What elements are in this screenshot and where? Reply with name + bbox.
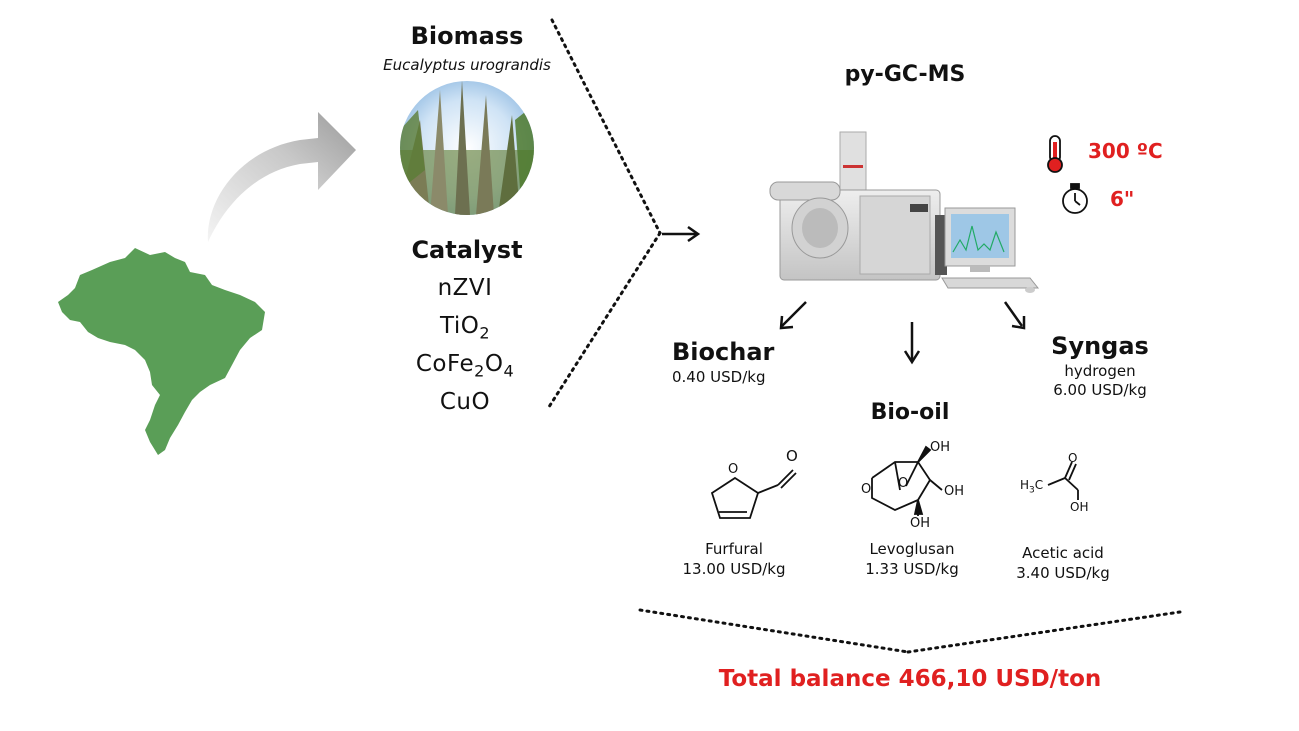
compound-price: 13.00 USD/kg xyxy=(682,560,786,578)
compound-price: 3.40 USD/kg xyxy=(1016,564,1110,582)
catalyst-item: nZVI xyxy=(437,275,493,301)
biooil-title: Bio-oil xyxy=(870,400,950,425)
instrument-title: py-GC-MS xyxy=(844,62,966,87)
catalyst-title: Catalyst xyxy=(411,236,523,264)
compound-name: Furfural xyxy=(705,540,763,558)
atom-label: OH xyxy=(944,484,965,499)
thermometer-icon xyxy=(1047,135,1063,173)
atom-label: OH xyxy=(910,516,931,531)
instrument-image xyxy=(769,131,1040,293)
compound-name: Acetic acid xyxy=(1022,544,1104,562)
brazil-map-icon xyxy=(58,248,265,455)
catalyst-item: CuO xyxy=(439,389,491,415)
atom-label: O xyxy=(786,447,798,465)
atom-label: O xyxy=(728,462,739,477)
compound-price: 1.33 USD/kg xyxy=(865,560,959,578)
acetic-acid-structure xyxy=(1047,461,1079,500)
atom-label: OH xyxy=(1070,500,1089,514)
atom-label: O xyxy=(861,482,872,497)
compound-name: Levoglusan xyxy=(869,540,955,558)
total-balance: Total balance 466,10 USD/ton xyxy=(718,666,1102,692)
atom-label: OH xyxy=(930,440,951,455)
temperature-value: 300 ºC xyxy=(1088,139,1163,163)
arrow-to-instrument xyxy=(662,225,701,243)
atom-label: H3C xyxy=(1020,478,1044,496)
biochar-price: 0.40 USD/kg xyxy=(672,368,766,386)
dotted-chevron-bottom xyxy=(638,608,1182,654)
time-value: 6" xyxy=(1110,187,1135,211)
atom-label: O xyxy=(1068,451,1078,465)
dotted-chevron-left xyxy=(545,18,662,412)
syngas-price: 6.00 USD/kg xyxy=(1053,381,1147,399)
atom-label: O xyxy=(898,476,909,491)
catalyst-item: TiO2 xyxy=(439,313,491,343)
biomass-photo xyxy=(400,81,534,215)
syngas-sub: hydrogen xyxy=(1064,362,1136,380)
levoglucosan-structure xyxy=(871,445,943,516)
biomass-species: Eucalyptus urograndis xyxy=(383,56,551,74)
stopwatch-icon xyxy=(1062,183,1088,214)
product-arrows xyxy=(779,301,1026,365)
curved-arrow-icon xyxy=(207,112,356,242)
biomass-title: Biomass xyxy=(410,22,524,50)
catalyst-item: CoFe2O4 xyxy=(415,351,515,381)
biochar-title: Biochar xyxy=(672,338,775,366)
syngas-title: Syngas xyxy=(1051,332,1149,360)
furfural-structure xyxy=(710,469,797,519)
